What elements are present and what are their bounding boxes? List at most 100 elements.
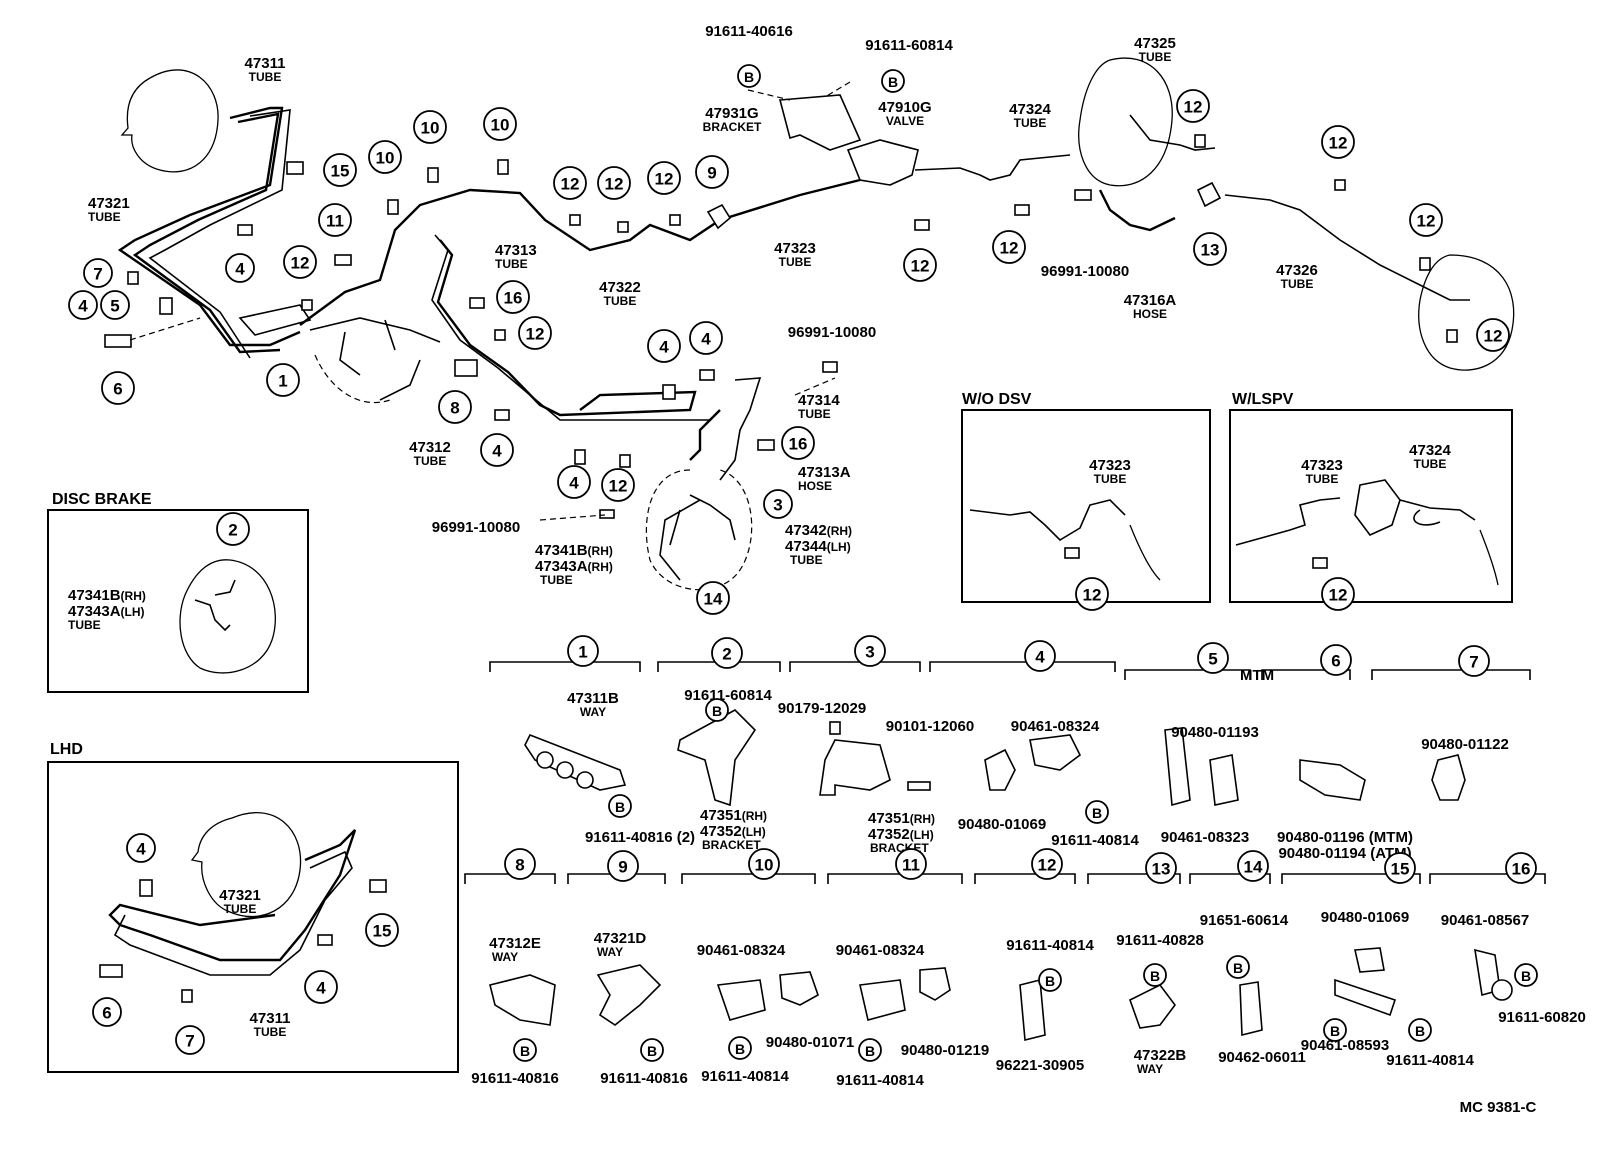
label-47910g-pn: 47910G	[878, 99, 931, 116]
key-code-90480-01071: 90480-01071	[766, 1034, 854, 1051]
callout-number: 12	[1329, 586, 1348, 605]
w-lspv-label-47324-pn: 47324	[1409, 442, 1451, 459]
bolt-symbol: B	[1323, 1018, 1347, 1042]
clip-4c	[494, 409, 510, 421]
w-lspv-panel: W/LSPV	[1229, 391, 1513, 603]
label-47322-desc: TUBE	[604, 294, 637, 308]
clip-12j	[1334, 179, 1346, 191]
callout-number: 2	[228, 521, 237, 540]
callout-9: 9	[607, 850, 639, 882]
callout-4: 4	[647, 329, 681, 363]
callout-number: 3	[773, 496, 782, 515]
callout-circle	[607, 850, 639, 882]
disc-brake-tube	[194, 579, 236, 632]
tube-47322-path	[299, 178, 861, 326]
sketch-grommet-90480	[984, 748, 1016, 791]
lhd-label-47321-pn: 47321	[219, 887, 261, 904]
bolt-circle	[728, 1036, 752, 1060]
w-lspv-tube-47323	[1235, 497, 1341, 546]
callout-1: 1	[266, 363, 300, 397]
clip-6-leader	[129, 317, 201, 341]
w-lspv-frame	[1229, 409, 1513, 603]
callout-circle	[1476, 318, 1510, 352]
bolt-letter: B	[1092, 805, 1102, 821]
key-bracket-5	[1124, 669, 1251, 680]
callout-number: 4	[136, 840, 146, 859]
bolt-letter: B	[735, 1041, 745, 1057]
callout-12: 12	[903, 248, 937, 282]
part-codes: 91611-40616 91611-60814 96991-10080 9699…	[432, 23, 1586, 1116]
part-labels: 47311 TUBE 47321 TUBE 47313 TUBE 47312 T…	[68, 35, 1452, 1076]
clip-15	[286, 161, 304, 175]
front-wheel-tubes	[309, 317, 441, 401]
sketch-90461-08323	[1164, 727, 1191, 807]
bolt-symbol: B	[640, 1038, 664, 1062]
callout-number: 8	[450, 399, 459, 418]
key-code-90480-01122: 90480-01122	[1421, 736, 1509, 753]
callout-number: 11	[902, 856, 920, 875]
w-lspv-hose	[1479, 529, 1499, 586]
callout-3: 3	[763, 489, 793, 519]
callout-number: 12	[1083, 586, 1102, 605]
callout-circle	[216, 512, 250, 546]
sketch-90461-08324-b	[859, 979, 906, 1021]
callout-number: 13	[1201, 241, 1220, 260]
key-bracket-12	[974, 873, 1076, 884]
callout-12: 12	[1409, 203, 1443, 237]
sketch-91611-60820-grommet	[1491, 979, 1513, 1001]
callout-number: 14	[704, 590, 723, 609]
hose-47313a-path	[689, 409, 721, 461]
callout-12: 12	[1176, 89, 1210, 123]
key-label-47322b-desc: WAY	[1137, 1062, 1163, 1076]
bolt-letter: B	[1045, 973, 1055, 989]
tube-47313-path	[431, 234, 710, 421]
key-code-90480-01219: 90480-01219	[901, 1042, 989, 1059]
key-label-47321d-pn: 47321D	[594, 930, 647, 947]
callout-4: 4	[689, 321, 723, 355]
w-lspv-title: W/LSPV	[1232, 391, 1294, 408]
tube-47321-path	[117, 106, 301, 347]
callout-number: 4	[235, 260, 245, 279]
label-47344-desc: TUBE	[790, 553, 823, 567]
callout-10: 10	[368, 140, 402, 174]
label-47313a-pn: 47313A	[798, 464, 851, 481]
callout-number: 12	[1038, 856, 1057, 875]
bolt-letter: B	[865, 1043, 875, 1059]
key-code-91611-40828: 91611-40828	[1116, 932, 1204, 949]
lhd-tube-47311	[113, 850, 353, 976]
lhd-tube-47321	[108, 829, 357, 962]
code-96991-10080-a: 96991-10080	[1041, 263, 1129, 280]
callout-4: 4	[225, 253, 255, 283]
label-47312-pn: 47312	[409, 439, 451, 456]
label-47311-desc: TUBE	[249, 70, 282, 84]
sketch-47311b-port-c	[576, 771, 594, 789]
callout-number: 6	[113, 380, 122, 399]
callout-circle	[1031, 848, 1063, 880]
callout-1: 1	[567, 635, 599, 667]
callout-10: 10	[483, 107, 517, 141]
clip-12k	[1419, 257, 1431, 271]
callout-number: 14	[1244, 858, 1263, 877]
callout-circle	[696, 581, 730, 615]
callout-10: 10	[748, 848, 780, 880]
callout-number: 2	[722, 645, 731, 664]
callout-circle	[695, 155, 729, 189]
callout-circle	[504, 848, 536, 880]
callout-circle	[304, 970, 338, 1004]
key-code-91611-40814-15: 91611-40814	[1386, 1052, 1474, 1069]
callout-circle	[100, 290, 130, 320]
label-47342-pn: 47342(RH)	[785, 522, 852, 539]
rear-left-wheel-outline	[645, 469, 753, 591]
callout-12: 12	[283, 245, 317, 279]
key-label-47311b-pn: 47311B	[567, 690, 619, 707]
callout-number: 12	[655, 170, 674, 189]
label-47313-pn: 47313	[495, 242, 537, 259]
clip-10c	[497, 159, 509, 175]
key-code-90480-01069: 90480-01069	[958, 816, 1046, 833]
bolt-circle	[705, 698, 729, 722]
key-bracket-1	[489, 661, 641, 672]
label-47324-pn: 47324	[1009, 101, 1051, 118]
sketch-90480-01219	[919, 967, 951, 1001]
front-wheel-outline	[314, 354, 391, 404]
clip-12e	[617, 221, 629, 233]
